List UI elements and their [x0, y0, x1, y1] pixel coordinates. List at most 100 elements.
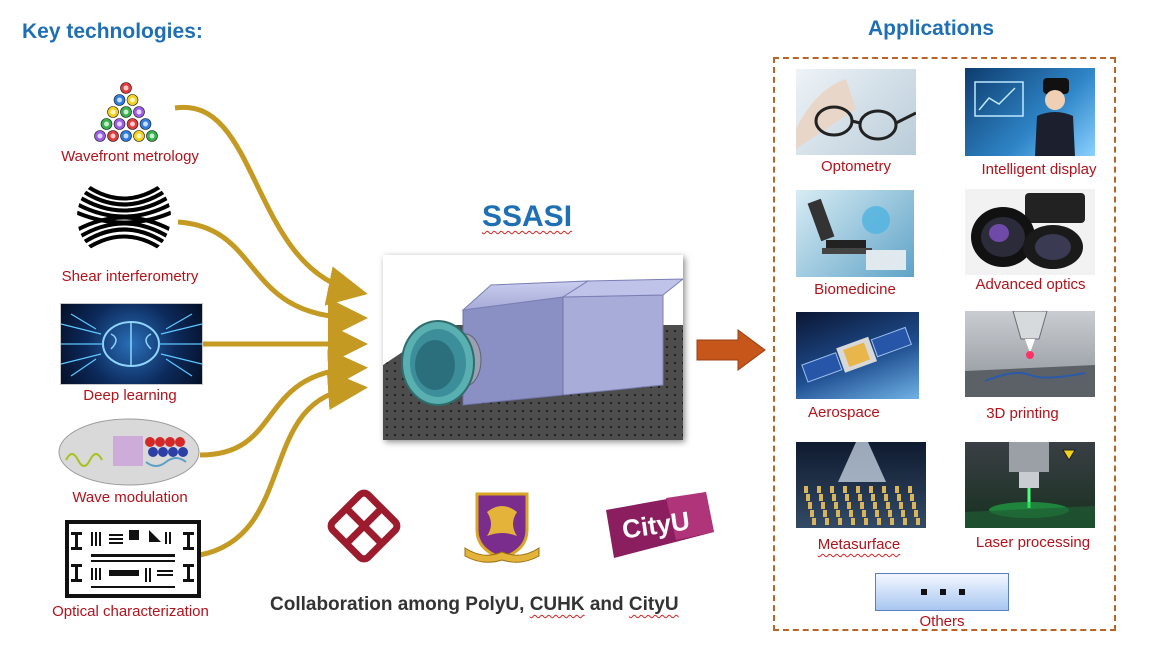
metasurface-pillar: [836, 510, 840, 517]
polyu-logo: [325, 487, 403, 565]
metasurface-pillar: [847, 502, 851, 509]
metasurface-pillar: [808, 502, 812, 509]
interferogram-dot-center: [123, 85, 129, 91]
arrow-wave-modulation: [199, 349, 368, 458]
others-box: [875, 573, 1009, 611]
metasurface-pillar: [903, 518, 907, 525]
metasurface-pillar: [914, 510, 918, 517]
metasurface-pillar: [832, 494, 836, 501]
metasurface-pillar: [886, 502, 890, 509]
metasurface-pillar: [838, 518, 842, 525]
metasurface-pillar: [877, 518, 881, 525]
tech-label-optical-char: Optical characterization: [52, 603, 209, 620]
metasurface-pillar: [845, 494, 849, 501]
metasurface-pillar: [825, 518, 829, 525]
metasurface-pillar: [901, 510, 905, 517]
collaboration-caption: Collaboration among PolyU, CUHK and City…: [270, 594, 679, 616]
metasurface-pillar: [890, 518, 894, 525]
others-dot: [959, 589, 965, 595]
cuhk-crest-logo: [463, 490, 541, 565]
metasurface-pillar: [806, 494, 810, 501]
neural-brain-icon: [60, 303, 203, 385]
collaboration-prefix: Collaboration among PolyU,: [270, 594, 530, 615]
metasurface-pillar: [830, 486, 834, 493]
laser-processing-photo: [965, 442, 1095, 528]
interferogram-dot-center: [97, 133, 103, 139]
metasurface-pillar: [895, 486, 899, 493]
arrow-shear: [177, 219, 368, 338]
interferogram-dot-center: [130, 121, 135, 127]
vr-headset-photo: [965, 68, 1095, 156]
metasurface-pillar: [910, 494, 914, 501]
metasurface-pillar: [834, 502, 838, 509]
app-label-optometry: Optometry: [820, 158, 892, 175]
metasurface-pillar: [856, 486, 860, 493]
applications-box: [773, 57, 1116, 631]
metasurface-pillar: [899, 502, 903, 509]
interferogram-dot-center: [149, 133, 155, 139]
metasurface-pillar: [912, 502, 916, 509]
metasurface-pillar: [888, 510, 892, 517]
eyeglasses-photo: [796, 69, 916, 155]
tech-label-deep-learning: Deep learning: [83, 387, 177, 404]
metasurface-pillar: [884, 494, 888, 501]
collaboration-cityu: CityU: [628, 594, 679, 615]
metasurface-pillar: [804, 486, 808, 493]
ssasi-camera-render: [383, 255, 683, 440]
metasurface-pillar: [897, 494, 901, 501]
interference-fringes-icon: [75, 172, 173, 262]
interferogram-dot-center: [136, 109, 142, 115]
resolution-chart-icon: [65, 520, 201, 598]
interferogram-dot-center: [143, 121, 148, 127]
metasurface-pillar: [851, 518, 855, 525]
interferogram-dot-center: [117, 97, 122, 103]
app-label-3d-printing: 3D printing: [986, 405, 1059, 422]
collaboration-cuhk: CUHK: [529, 594, 585, 615]
metasurface-pillar: [882, 486, 886, 493]
key-technologies-heading: Key technologies:: [22, 20, 203, 43]
metasurface-photo: [796, 442, 926, 528]
interferogram-dot-center: [110, 109, 116, 115]
metasurface-pillar: [849, 510, 853, 517]
metasurface-pillar: [819, 494, 823, 501]
metasurface-pillar: [823, 510, 827, 517]
metasurface-pillar: [908, 486, 912, 493]
cityu-logo: CityU: [606, 492, 714, 558]
metasurface-pillar: [812, 518, 816, 525]
metasurface-pillar: [810, 510, 814, 517]
metasurface-pillar: [869, 486, 873, 493]
interferogram-dot-center: [123, 133, 129, 139]
arrow-wavefront: [174, 104, 368, 306]
tech-label-wavefront: Wavefront metrology: [61, 148, 199, 165]
metasurface-pillar: [817, 486, 821, 493]
metasurface-pillar: [843, 486, 847, 493]
arrow-to-applications: [696, 329, 766, 371]
app-label-advanced-optics: Advanced optics: [975, 276, 1086, 293]
others-dot: [940, 589, 946, 595]
interferogram-dot-center: [130, 97, 135, 103]
metasurface-pillar: [873, 502, 877, 509]
app-label-metasurface: Metasurface: [817, 536, 901, 553]
metasurface-pillar: [916, 518, 920, 525]
wavefront-pyramid-icon: [76, 78, 176, 142]
others-dot: [921, 589, 927, 595]
microscope-photo: [796, 190, 914, 277]
metasurface-pillar: [862, 510, 866, 517]
product-title: SSASI: [482, 200, 573, 233]
arrow-optical-char: [199, 370, 368, 558]
interferogram-dot-center: [123, 109, 129, 115]
metasurface-pillar: [858, 494, 862, 501]
collaboration-and: and: [584, 594, 629, 615]
interferogram-dot-center: [117, 121, 122, 127]
tech-label-wave-modulation: Wave modulation: [72, 489, 188, 506]
camera-lens-photo: [965, 189, 1095, 275]
satellite-photo: [796, 312, 919, 399]
interferogram-dot-center: [104, 121, 109, 127]
applications-heading: Applications: [868, 17, 995, 40]
metasurface-pillar: [864, 518, 868, 525]
interferogram-dot-center: [110, 133, 116, 139]
app-label-others: Others: [919, 613, 965, 630]
app-label-biomedicine: Biomedicine: [814, 281, 896, 298]
app-label-laser-processing: Laser processing: [975, 534, 1091, 551]
